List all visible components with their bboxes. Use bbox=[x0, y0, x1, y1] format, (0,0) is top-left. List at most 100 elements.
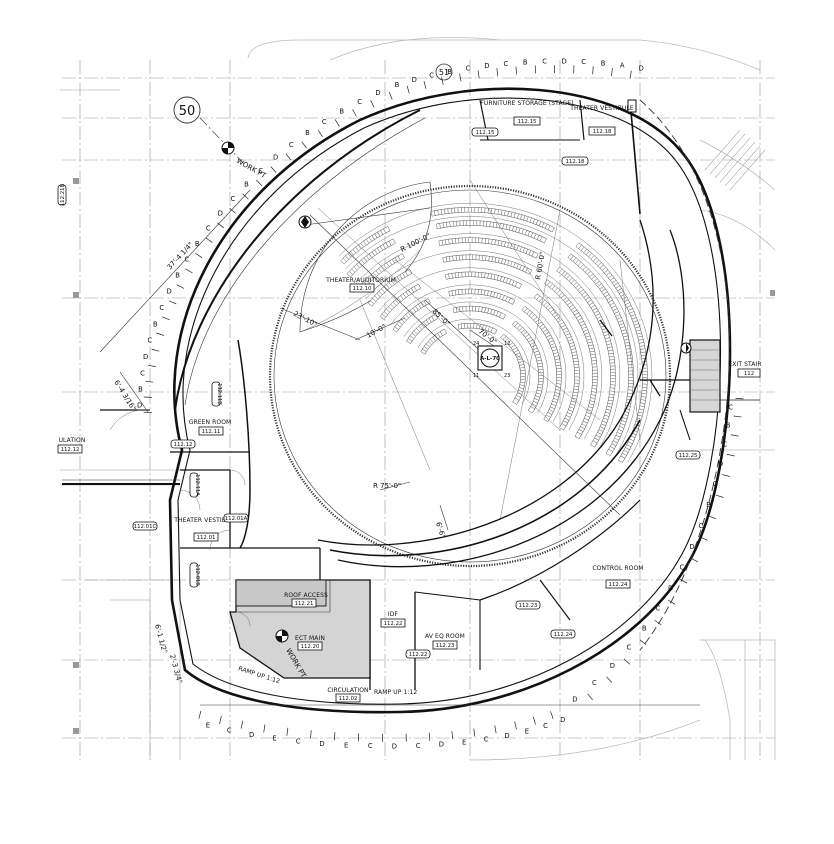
perimeter-tick-letter: B bbox=[395, 81, 400, 89]
svg-text:CIRCULATION: CIRCULATION bbox=[327, 687, 368, 694]
perimeter-tick bbox=[301, 141, 307, 149]
door-tag-vertical: 112.01B bbox=[189, 562, 200, 588]
perimeter-tick-letter: D bbox=[572, 695, 577, 703]
perimeter-tick-letter: D bbox=[639, 65, 644, 73]
seat bbox=[547, 225, 555, 233]
perimeter-tick-letter: C bbox=[542, 58, 547, 66]
perimeter-tick-letter: C bbox=[543, 722, 548, 730]
room-number-tag: 112.24 bbox=[605, 579, 631, 589]
perimeter-tick-letter: C bbox=[231, 195, 236, 203]
svg-text:112.01: 112.01 bbox=[197, 535, 216, 541]
perimeter-tick bbox=[317, 130, 323, 138]
perimeter-tick bbox=[242, 193, 249, 200]
seating-row-arc bbox=[344, 216, 639, 456]
svg-text:112.01A: 112.01A bbox=[225, 516, 248, 522]
seat bbox=[413, 283, 422, 292]
seat bbox=[490, 327, 498, 335]
perimeter-tick bbox=[185, 268, 193, 274]
room-number-tag: 112.02 bbox=[335, 693, 361, 703]
perimeter-tick-letter: D bbox=[249, 731, 254, 739]
svg-text:THEATER/AUDITORIUM: THEATER/AUDITORIUM bbox=[325, 277, 396, 284]
perimeter-tick-letter: C bbox=[148, 337, 153, 345]
perimeter-tick-letter: B bbox=[244, 181, 249, 189]
seat bbox=[507, 297, 516, 305]
perimeter-tick-letter: E bbox=[206, 722, 210, 730]
seating-row-arc bbox=[377, 267, 585, 431]
perimeter-tick bbox=[285, 153, 292, 161]
svg-text:112.24: 112.24 bbox=[554, 632, 573, 638]
perimeter-tick bbox=[162, 316, 170, 321]
seat bbox=[405, 268, 413, 277]
perimeter-tick bbox=[195, 253, 203, 258]
seat bbox=[605, 448, 614, 457]
seat bbox=[539, 236, 547, 244]
svg-text:112.21: 112.21 bbox=[295, 601, 314, 607]
perimeter-tick bbox=[147, 364, 156, 368]
svg-text:11: 11 bbox=[473, 373, 479, 379]
perimeter-tick-letter: B bbox=[726, 421, 731, 429]
svg-text:112.10: 112.10 bbox=[353, 286, 372, 292]
door-tags: 112.15 112.18 112.12 112.11B 112.11A 112… bbox=[57, 127, 701, 659]
door-tag: 112.22 bbox=[405, 649, 431, 659]
svg-text:112.25: 112.25 bbox=[679, 453, 698, 459]
svg-text:R 100'-0": R 100'-0" bbox=[399, 232, 432, 254]
door-tag-vertical: 112.11A bbox=[189, 472, 200, 498]
seating-row-arc bbox=[417, 318, 531, 405]
perimeter-tick bbox=[629, 70, 632, 79]
perimeter-tick bbox=[611, 68, 613, 77]
perimeter-tick-letter: D bbox=[167, 288, 172, 296]
building-envelope bbox=[168, 87, 732, 714]
perimeter-tick-letter: C bbox=[713, 480, 718, 488]
theater-auditorium bbox=[268, 179, 685, 568]
perimeter-tick-letter: B bbox=[195, 240, 200, 248]
door-tag: 112.25 bbox=[675, 450, 701, 460]
room-number-tag: 112.15 bbox=[513, 116, 541, 126]
svg-text:6'-6": 6'-6" bbox=[434, 521, 447, 539]
perimeter-tick bbox=[679, 578, 688, 584]
perimeter-tick bbox=[639, 639, 647, 646]
perimeter-tick-letter: E bbox=[525, 727, 529, 735]
perimeter-tick bbox=[441, 76, 444, 85]
perimeter-tick bbox=[473, 728, 476, 737]
perimeter-tick-letter: C bbox=[723, 440, 728, 448]
perimeter-tick bbox=[515, 66, 517, 75]
perimeter-tick-letter: E bbox=[462, 738, 466, 746]
door-tag: 112.15 bbox=[471, 127, 499, 137]
perimeter-tick bbox=[496, 68, 499, 77]
seat bbox=[531, 251, 539, 259]
seating-row-arc bbox=[390, 284, 567, 422]
grid-bubble-50: 50 bbox=[173, 96, 246, 166]
perimeter-tick-letter: C bbox=[185, 256, 190, 264]
perimeter-tick-letter: D bbox=[484, 62, 489, 70]
perimeter-tick-letter: C bbox=[680, 564, 685, 572]
perimeter-tick bbox=[514, 721, 517, 730]
perimeter-tick-letter: D bbox=[218, 210, 223, 218]
perimeter-tick bbox=[690, 557, 699, 563]
perimeter-tick bbox=[334, 732, 336, 741]
svg-text:24: 24 bbox=[473, 341, 479, 347]
svg-text:THEATER VESTIBULE: THEATER VESTIBULE bbox=[173, 517, 238, 524]
svg-text:AV EQ ROOM: AV EQ ROOM bbox=[425, 633, 465, 640]
perimeter-tick-letter: C bbox=[140, 369, 145, 377]
perimeter-tick-letter: E bbox=[344, 741, 348, 749]
svg-text:112.15: 112.15 bbox=[476, 130, 495, 136]
perimeter-tick bbox=[286, 727, 289, 736]
perimeter-tick bbox=[256, 179, 263, 186]
svg-text:112.11A: 112.11A bbox=[194, 474, 200, 496]
svg-text:112.21B: 112.21B bbox=[60, 183, 66, 206]
perimeter-tick-letter: D bbox=[560, 716, 565, 724]
perimeter-tick bbox=[310, 730, 312, 739]
perimeter-tick bbox=[708, 515, 717, 520]
perimeter-tick bbox=[700, 536, 708, 541]
perimeter-tick bbox=[406, 85, 410, 94]
perimeter-tick-letter: D bbox=[562, 58, 567, 66]
grid-lines bbox=[62, 60, 775, 760]
perimeter-tick bbox=[587, 693, 593, 701]
perimeter-tick bbox=[145, 380, 154, 383]
perimeter-tick-letter: B bbox=[706, 501, 711, 509]
seat bbox=[388, 238, 396, 246]
svg-text:12: 12 bbox=[504, 341, 510, 347]
perimeter-tick bbox=[532, 716, 536, 725]
door-tag: 112.12 bbox=[170, 439, 196, 449]
